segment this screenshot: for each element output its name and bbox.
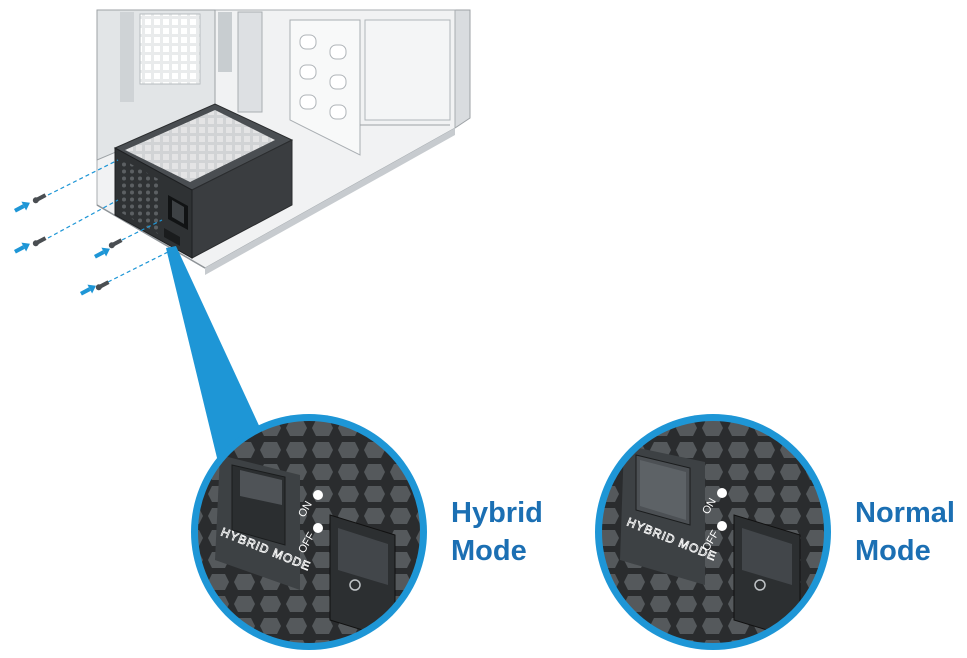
arrow-icon [93,247,110,259]
zoom-pointer [166,246,262,462]
arrow-icon [13,242,30,254]
screws [32,193,123,291]
arrow-icon [79,284,96,296]
screw [108,238,123,249]
hybrid-mode-label: Hybrid Mode [451,494,543,570]
hybrid-label-line1: Hybrid [451,497,543,529]
normal-mode-label: Normal Mode [855,494,955,570]
screw [32,193,47,204]
callout-normal: HYBRID MODE ON OFF [595,414,831,650]
arrows [13,201,110,296]
screw [32,236,47,247]
normal-label-line2: Mode [855,535,931,567]
screw-guides [47,159,169,283]
hybrid-label-line2: Mode [451,535,527,567]
screw [95,280,110,291]
power-supply-unit [113,103,294,259]
arrow-icon [13,201,30,213]
callout-hybrid: HYBRID MODE ON OFF [191,414,427,650]
normal-label-line1: Normal [855,497,955,529]
